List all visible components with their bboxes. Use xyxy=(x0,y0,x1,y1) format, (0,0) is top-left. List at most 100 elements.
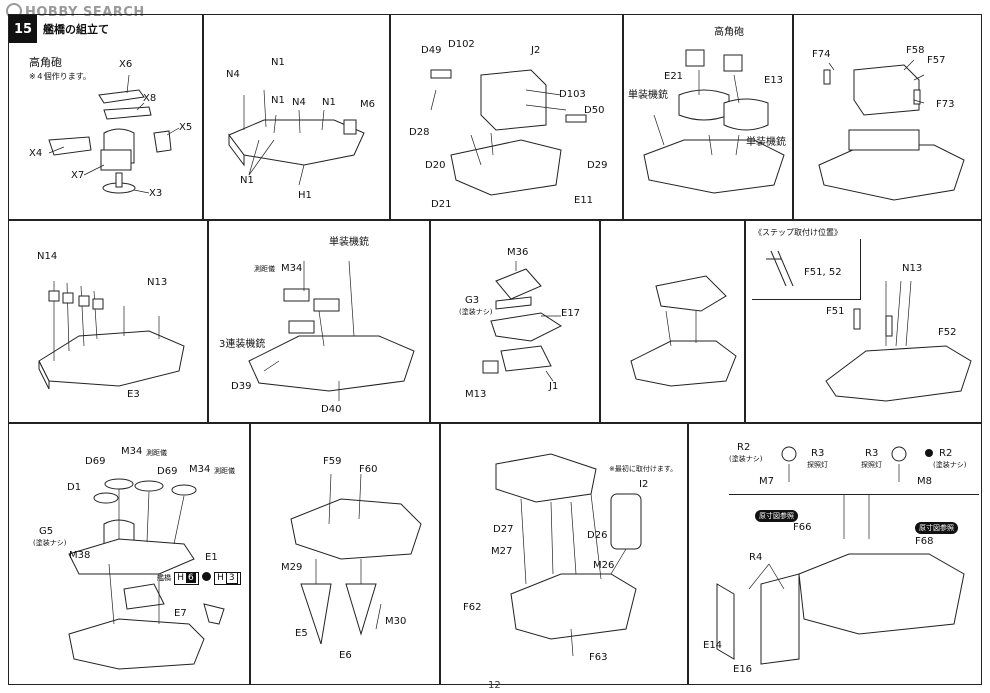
label-single-mg: 単装機銃 xyxy=(628,90,668,101)
make-four-note: ※４個作ります。 xyxy=(29,72,91,81)
part-label: E16 xyxy=(733,664,753,675)
part-label: G5 xyxy=(39,526,54,537)
part-label: X3 xyxy=(149,188,163,199)
panel-e5-e6: F59 F60 M29 E5 M30 E6 xyxy=(250,423,440,685)
part-label: F66 xyxy=(793,522,812,533)
part-label: M30 xyxy=(385,616,407,627)
searchlight-inset xyxy=(729,432,979,495)
panel-searchlights: R2 (塗装ナシ) R3 探照灯 M7 R3 探照灯 R2 (塗装ナシ) M8 … xyxy=(688,423,982,685)
panel-n13-f51: 《ステップ取付け位置》 F51, 52 N13 F51 F52 xyxy=(745,220,982,423)
part-label: I2 xyxy=(639,479,649,490)
panel-j2-e11: D49 D102 J2 D103 D50 D28 D20 D29 D21 E11 xyxy=(390,14,623,220)
step-number: 15 xyxy=(9,15,37,43)
part-label: F68 xyxy=(915,536,934,547)
part-label: M26 xyxy=(593,560,615,571)
part-label: E11 xyxy=(574,195,594,206)
label-no-paint: (塗装ナシ) xyxy=(33,539,67,547)
part-label: M27 xyxy=(491,546,513,557)
part-label: D50 xyxy=(584,105,605,116)
label-bridge: 艦橋 xyxy=(157,574,171,582)
step-title: 艦橋の組立て xyxy=(43,23,109,36)
part-label: N1 xyxy=(322,97,336,108)
part-label: M34 xyxy=(121,446,143,457)
panel-anti-aircraft-gun: 15 艦橋の組立て 高角砲 ※４個作ります。 X6 X8 X5 X4 X7 X3 xyxy=(8,14,203,220)
part-label: X7 xyxy=(71,170,85,181)
part-label: D29 xyxy=(587,160,608,171)
part-label: D69 xyxy=(157,466,178,477)
part-label: D39 xyxy=(231,381,252,392)
part-label: M13 xyxy=(465,389,487,400)
part-label: N14 xyxy=(37,251,58,262)
part-label: M38 xyxy=(69,550,91,561)
m36-j1-drawing xyxy=(482,261,563,382)
label-triple-mg: 3連装機銃 xyxy=(219,339,266,350)
part-label: R4 xyxy=(749,552,763,563)
full-size-ref-badge: 原寸図参照 xyxy=(915,522,958,534)
n13-f51-drawing xyxy=(766,250,972,402)
part-label: M29 xyxy=(281,562,303,573)
part-label: N1 xyxy=(271,95,285,106)
part-label: M8 xyxy=(917,476,932,487)
part-label: X5 xyxy=(179,122,193,133)
step-position-inset xyxy=(752,239,861,300)
label-rangefinder: 測距儀 xyxy=(146,449,167,457)
part-label: D20 xyxy=(425,160,446,171)
paint-number: 3 xyxy=(225,572,238,584)
part-label: N13 xyxy=(147,277,168,288)
label-searchlight: 探照灯 xyxy=(861,461,882,469)
part-label: R3 xyxy=(865,448,879,459)
label-rangefinder: 測距儀 xyxy=(214,467,235,475)
part-label: D26 xyxy=(587,530,608,541)
part-label: F62 xyxy=(463,602,482,613)
part-label: D21 xyxy=(431,199,452,210)
part-label: E17 xyxy=(561,308,581,319)
label-single-mg: 単装機銃 xyxy=(329,237,369,248)
step-position-note: 《ステップ取付け位置》 xyxy=(754,228,842,237)
part-label: X6 xyxy=(119,59,133,70)
panel-e1-e7: D69 M34 測距儀 D69 M34 測距儀 D1 G5 (塗装ナシ) M38… xyxy=(8,423,250,685)
part-label: M34 xyxy=(281,263,303,274)
part-label: R3 xyxy=(811,448,825,459)
label-no-paint: (塗装ナシ) xyxy=(933,461,967,469)
part-label: D49 xyxy=(421,45,442,56)
part-label: E13 xyxy=(764,75,784,86)
part-label: E7 xyxy=(174,608,187,619)
attach-first-note: ※最初に取付けます。 xyxy=(609,465,678,473)
part-label: D102 xyxy=(448,39,475,50)
panel-f-parts: F74 F58 F57 F73 xyxy=(793,14,982,220)
part-label: D69 xyxy=(85,456,106,467)
aa-gun-drawing xyxy=(48,74,180,194)
panel-i2-d26: ※最初に取付けます。 I2 D27 D26 M27 M26 F62 F63 xyxy=(440,423,688,685)
panel-e3: N14 N13 E3 xyxy=(8,220,208,423)
part-label: R2 xyxy=(737,442,751,453)
part-label: M34 xyxy=(189,464,211,475)
paint-number: 6 xyxy=(185,573,196,583)
part-label: E14 xyxy=(703,640,723,651)
part-label: X8 xyxy=(143,93,157,104)
part-label: N4 xyxy=(292,97,306,108)
part-label: E3 xyxy=(127,389,140,400)
part-label: E5 xyxy=(295,628,308,639)
label-rangefinder: 測距儀 xyxy=(254,265,275,273)
panel-h1-base: N4 N1 N1 N4 N1 M6 N1 H1 xyxy=(203,14,390,220)
part-label: N13 xyxy=(902,263,923,274)
mix-icon xyxy=(201,572,211,581)
mgs-drawing xyxy=(248,260,415,401)
part-label: D40 xyxy=(321,404,342,415)
panel-mgs: 単装機銃 測距儀 M34 3連装機銃 D39 D40 xyxy=(208,220,430,423)
full-size-ref-badge: 原寸図参照 xyxy=(755,510,798,522)
part-label: N4 xyxy=(226,69,240,80)
part-label: M36 xyxy=(507,247,529,258)
part-label: D103 xyxy=(559,89,586,100)
panel-m36-j1: M36 G3 (塗装ナシ) E17 J1 M13 xyxy=(430,220,600,423)
part-label: E21 xyxy=(664,71,684,82)
f-parts-drawing xyxy=(818,59,965,201)
label-no-paint: (塗装ナシ) xyxy=(459,308,493,316)
part-label: D28 xyxy=(409,127,430,138)
guns-drawing xyxy=(643,49,785,194)
subtitle-koukakuhou: 高角砲 xyxy=(29,56,62,69)
label-no-paint: (塗装ナシ) xyxy=(729,455,763,463)
part-label: F74 xyxy=(812,49,831,60)
